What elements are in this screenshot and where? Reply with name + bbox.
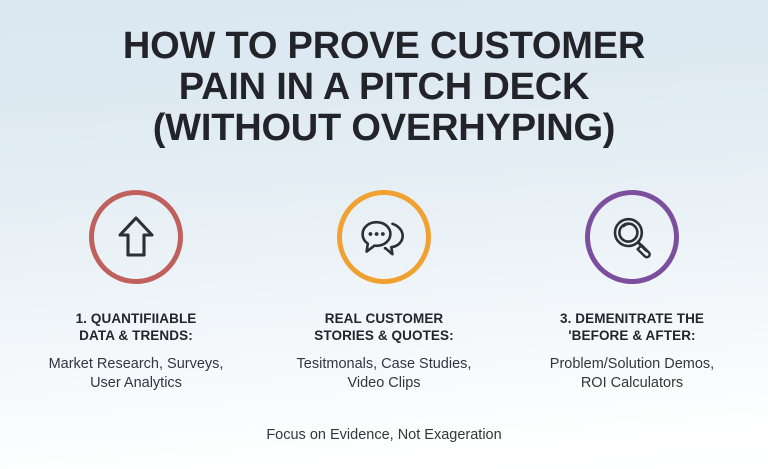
up-arrow-icon (109, 210, 163, 264)
pillar-quantifiable-data: 1. QUANTIFIIABLE DATA & TRENDS: Market R… (12, 190, 260, 393)
pillar-heading-line-1: 3. DEMENITRATE THE (559, 311, 705, 326)
pillar-heading: 3. DEMENITRATE THE 'BEFORE & AFTER: (560, 310, 704, 344)
pillar-columns: 1. QUANTIFIIABLE DATA & TRENDS: Market R… (0, 190, 768, 393)
pillar-body-line-2: User Analytics (90, 375, 182, 391)
pillar-body-line-2: ROI Calculators (580, 375, 684, 391)
pillar-body-line-1: Market Research, Surveys, (48, 356, 224, 372)
speech-bubbles-icon (356, 209, 412, 265)
pillar-body: Problem/Solution Demos, ROI Calculators (550, 355, 714, 393)
pillar-body-line-2: Video Clips (347, 375, 421, 391)
pillar-heading-line-2: STORIES & QUOTES: (314, 328, 454, 343)
magnifying-glass-icon-ring (585, 190, 679, 284)
pillar-heading: 1. QUANTIFIIABLE DATA & TRENDS: (76, 310, 197, 344)
footer-tagline: Focus on Evidence, Not Exageration (266, 427, 502, 443)
pillar-heading-line-2: 'BEFORE & AFTER: (568, 328, 696, 343)
speech-bubbles-icon-ring (337, 190, 431, 284)
pillar-body-line-1: Problem/Solution Demos, (549, 356, 715, 372)
title-line-3: (WITHOUT OVERHYPING) (152, 107, 616, 149)
up-arrow-icon-ring (89, 190, 183, 284)
pillar-before-after: 3. DEMENITRATE THE 'BEFORE & AFTER: Prob… (508, 190, 756, 393)
pillar-body-line-1: Tesitmonals, Case Studies, (296, 356, 472, 372)
pillar-heading-line-1: 1. QUANTIFIIABLE (75, 311, 197, 326)
title-line-2: PAIN IN A PITCH DECK (178, 66, 590, 108)
pillar-body: Tesitmonals, Case Studies, Video Clips (297, 355, 472, 393)
pillar-heading: REAL CUSTOMER STORIES & QUOTES: (314, 310, 453, 344)
pillar-customer-stories: REAL CUSTOMER STORIES & QUOTES: Tesitmon… (260, 190, 508, 393)
pillar-body: Market Research, Surveys, User Analytics (49, 355, 224, 393)
pillar-heading-line-2: DATA & TRENDS: (79, 328, 193, 343)
page-title: HOW TO PROVE CUSTOMER PAIN IN A PITCH DE… (34, 26, 734, 149)
title-line-1: HOW TO PROVE CUSTOMER (122, 25, 646, 67)
pillar-heading-line-1: REAL CUSTOMER (324, 311, 444, 326)
magnifying-glass-icon (605, 210, 659, 264)
